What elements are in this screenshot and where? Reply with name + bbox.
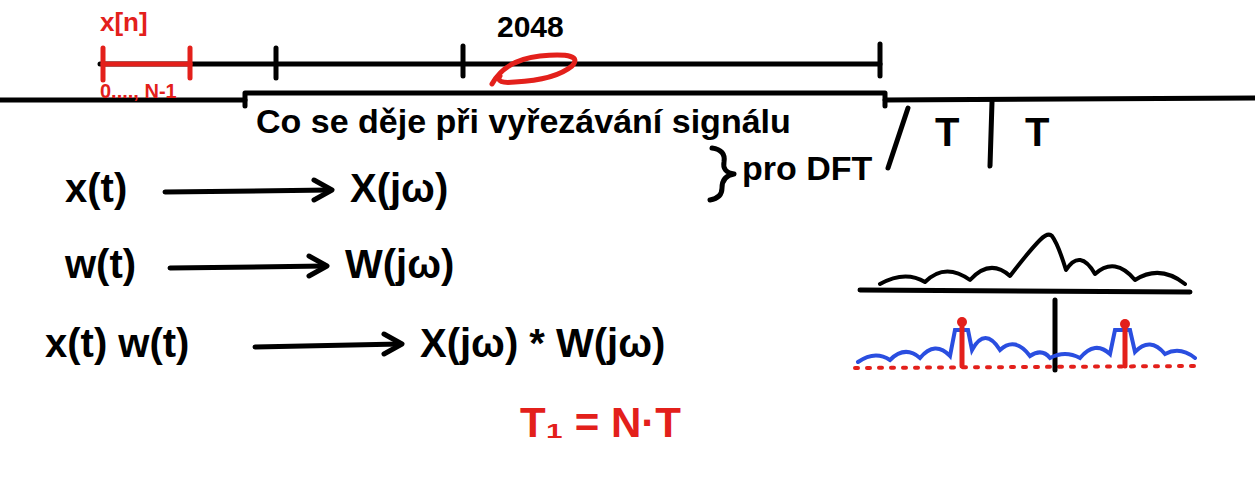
period-label: T: [1025, 110, 1049, 154]
spectrum-name: X(jω) * W(jω): [420, 321, 665, 365]
center-line: [1053, 300, 1058, 370]
arrow: [165, 190, 330, 192]
arrow-head: [309, 256, 327, 276]
arrow-head: [314, 180, 332, 200]
separator: [885, 98, 1255, 100]
signal-name: w(t): [65, 242, 136, 286]
tick: [188, 48, 193, 78]
slash: [888, 108, 908, 168]
period-label: T: [935, 110, 959, 154]
formula: T₁ = N·T: [520, 400, 681, 446]
freq-axis: [860, 290, 1190, 292]
sample-count: 2048: [497, 10, 564, 43]
scribble: [492, 55, 575, 84]
freq-axis: [855, 366, 1195, 368]
heading-note: Co se děje při vyřezávání signálu: [256, 103, 791, 140]
tick: [101, 48, 106, 80]
tick: [274, 48, 279, 78]
arrow-head: [384, 334, 402, 354]
tick: [878, 44, 883, 76]
spectrum-name: X(jω): [350, 166, 448, 210]
brace: [710, 148, 734, 200]
window-bracket: [103, 62, 190, 67]
heading-note: pro DFT: [742, 150, 872, 187]
spectral-dot: [957, 317, 967, 327]
timeline: [100, 62, 880, 67]
spectral-dot: [1120, 319, 1130, 329]
index-range: 0...., N-1: [100, 80, 177, 102]
arrow: [255, 344, 400, 347]
signal-name: x(t): [65, 166, 127, 210]
window-spectrum: [880, 235, 1185, 284]
windowed-spectrum: [858, 330, 1195, 362]
signal-name: x[n]: [100, 8, 148, 37]
tick: [461, 46, 466, 76]
spectrum-name: W(jω): [345, 242, 454, 286]
signal-name: x(t) w(t): [45, 321, 189, 365]
divider: [990, 102, 992, 166]
arrow: [170, 266, 325, 268]
